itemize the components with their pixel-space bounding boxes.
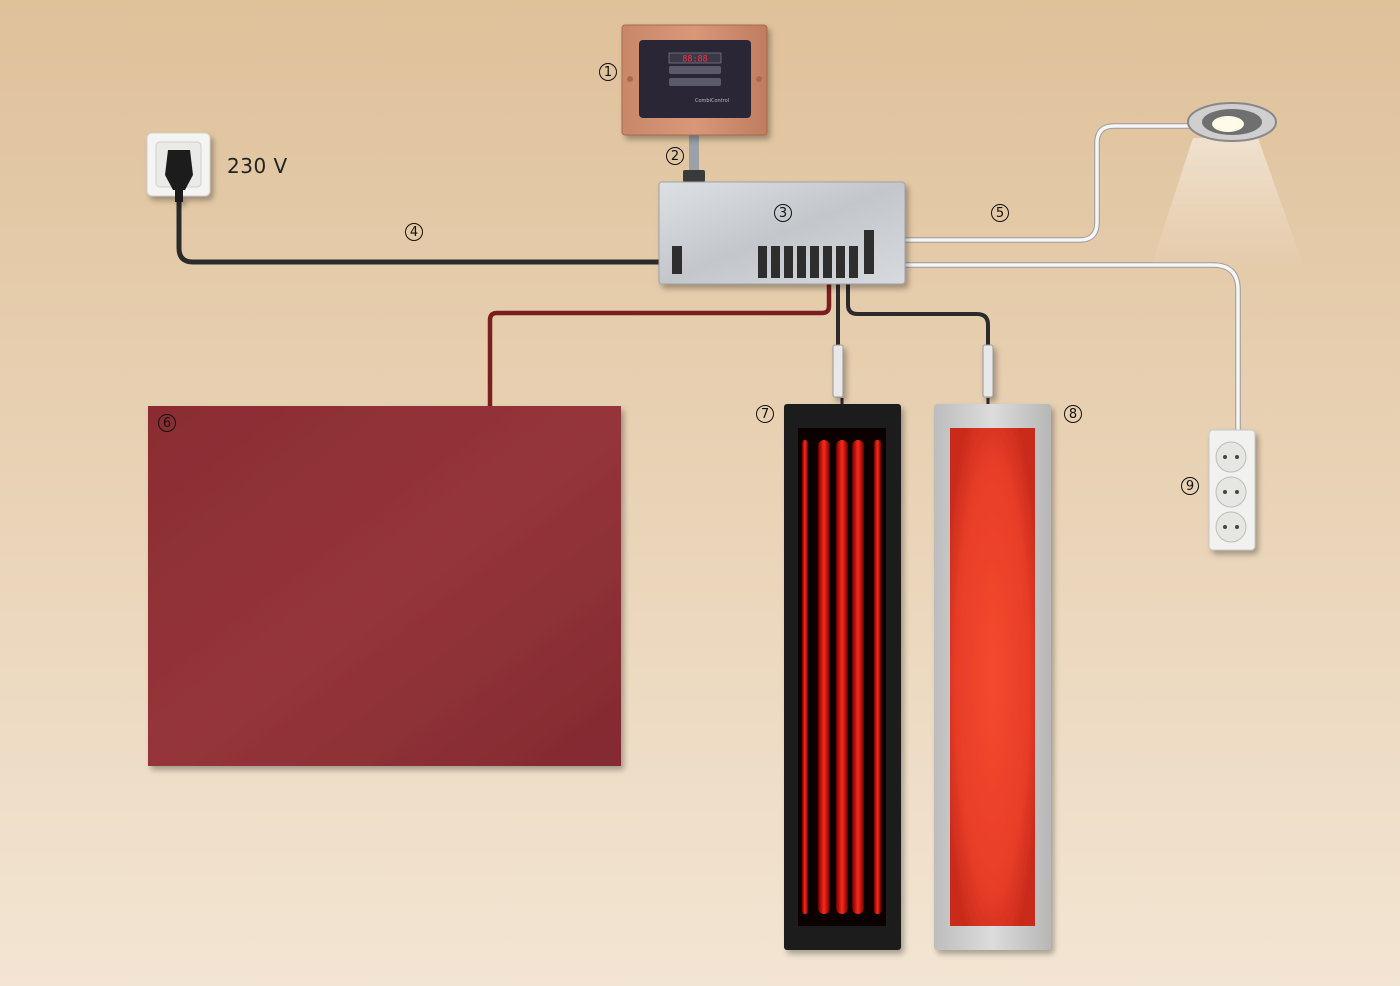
callout-flat-heater: 8 xyxy=(1064,405,1082,423)
ceiling-lamp xyxy=(1150,102,1305,270)
combi-control-panel: 88:88 CombiControl xyxy=(621,24,768,136)
callout-panel-heater: 6 xyxy=(158,414,176,432)
socket-strip xyxy=(1208,429,1256,551)
panel-cable xyxy=(487,280,832,406)
control-cable xyxy=(689,135,699,183)
heater-8-cable xyxy=(846,280,990,345)
infrared-flat-heater xyxy=(934,344,1051,950)
terminal-blocks xyxy=(758,246,858,278)
control-button-row-2 xyxy=(669,78,721,86)
infrared-panel-heater xyxy=(148,406,621,766)
callout-socket-strip: 9 xyxy=(1181,477,1199,495)
power-cable xyxy=(176,197,675,265)
wall-socket xyxy=(146,132,211,202)
power-control-box xyxy=(658,181,906,285)
callout-power-cable: 4 xyxy=(405,223,423,241)
callout-control-cable: 2 xyxy=(666,147,684,165)
callout-tube-heater: 7 xyxy=(756,405,774,423)
voltage-label: 230 V xyxy=(227,154,288,178)
control-button-row-1 xyxy=(669,66,721,74)
infrared-tube-heater xyxy=(784,344,901,950)
callout-control-box: 3 xyxy=(774,204,792,222)
control-display-readout: 88:88 xyxy=(682,55,708,65)
control-brand-label: CombiControl xyxy=(695,98,729,104)
callout-lamp-cable: 5 xyxy=(991,204,1009,222)
callout-control-unit: 1 xyxy=(599,63,617,81)
